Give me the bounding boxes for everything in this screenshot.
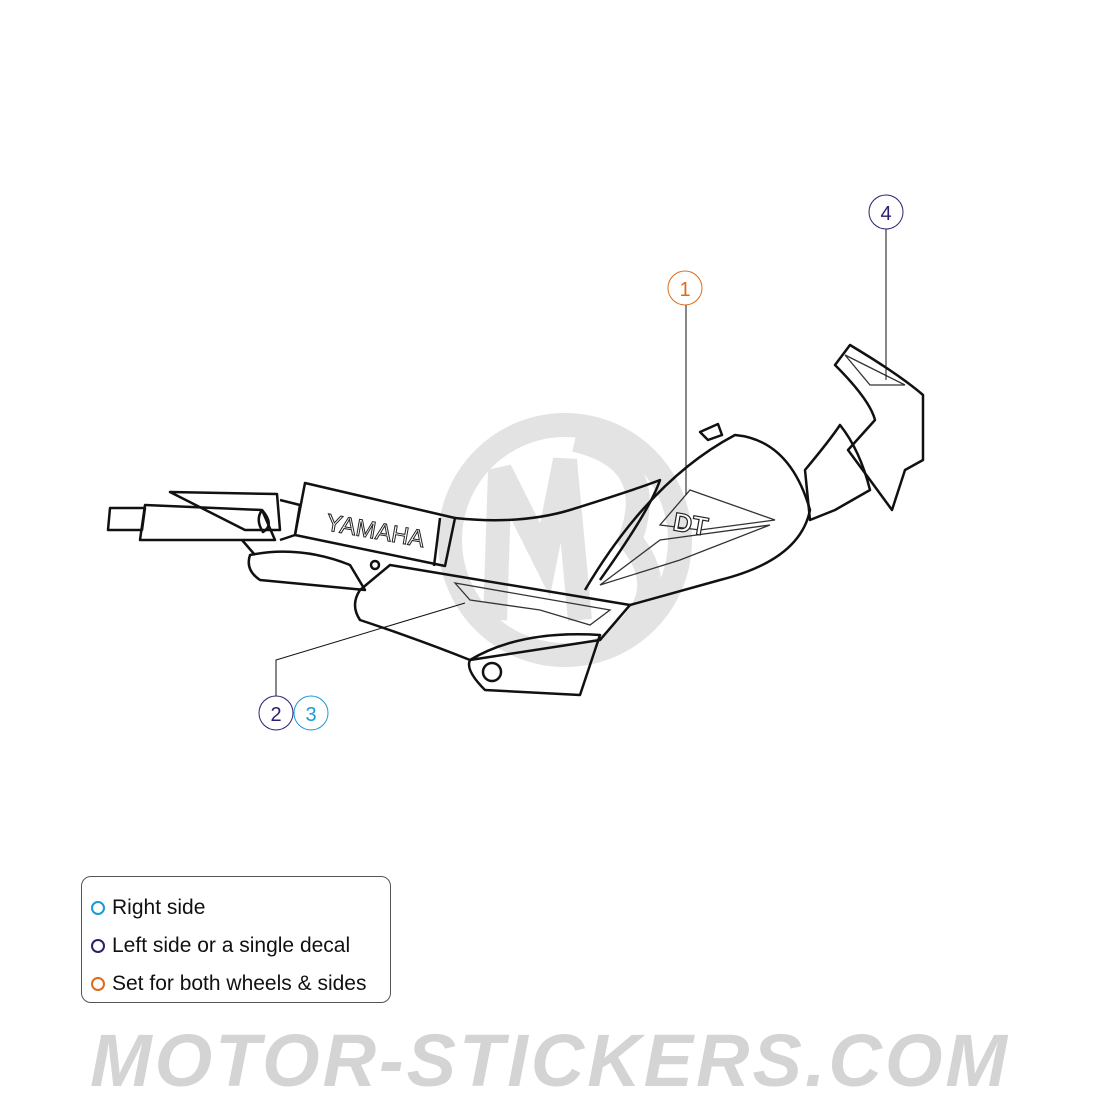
callout-3[interactable]: 3: [293, 695, 329, 731]
brand-decal-text: YAMAHA: [324, 509, 427, 553]
legend-label: Right side: [112, 896, 206, 919]
circle-icon: [91, 901, 105, 915]
bike-outline: [106, 343, 925, 697]
legend-item-right: Right side: [91, 889, 390, 927]
leader-lines: [275, 229, 887, 697]
legend-item-set: Set for both wheels & sides: [91, 965, 390, 1003]
model-decal-text: DT: [671, 506, 710, 542]
watermark-footer: MOTOR-STICKERS.COM: [89, 1019, 1011, 1102]
legend-item-left: Left side or a single decal: [91, 927, 390, 965]
callout-2[interactable]: 2: [258, 695, 294, 731]
watermark-logo: [438, 413, 692, 667]
legend-label: Set for both wheels & sides: [112, 972, 367, 995]
callout-number: 4: [880, 203, 891, 225]
callout-number: 1: [679, 279, 690, 301]
decal-graphics: [453, 354, 906, 626]
callout-1[interactable]: 1: [667, 270, 703, 306]
legend-label: Left side or a single decal: [112, 934, 351, 957]
legend: Right side Left side or a single decal S…: [81, 876, 391, 1003]
callout-number: 3: [305, 704, 316, 726]
callout-4[interactable]: 4: [868, 194, 904, 230]
circle-icon: [91, 939, 105, 953]
callout-number: 2: [270, 704, 281, 726]
circle-icon: [91, 977, 105, 991]
